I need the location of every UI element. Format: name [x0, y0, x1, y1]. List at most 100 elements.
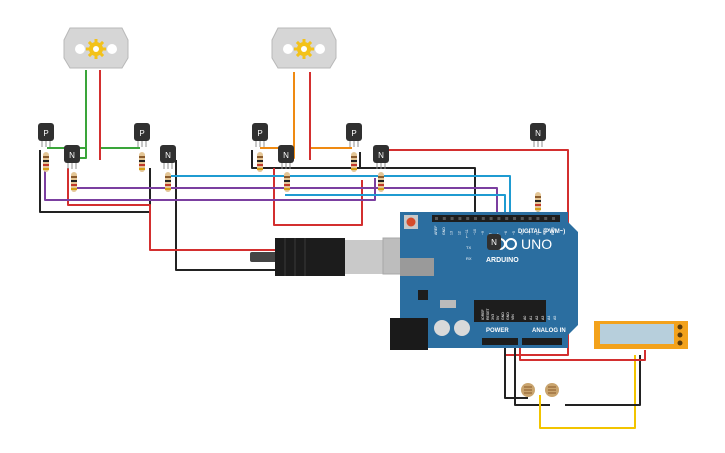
- header-pin: [536, 217, 540, 220]
- digital-pin-label: TX 1: [543, 228, 547, 235]
- resistor[interactable]: [43, 152, 49, 172]
- header-pin: [505, 217, 509, 220]
- power-pin-label: VIN: [511, 314, 515, 320]
- wire-black: [565, 355, 641, 406]
- resistor[interactable]: [257, 152, 263, 172]
- transistor-label: P: [351, 129, 356, 138]
- transistor[interactable]: N: [64, 145, 80, 169]
- transistor-label: P: [43, 129, 48, 138]
- transistor[interactable]: N: [160, 145, 176, 169]
- board-brand: ARDUINO: [486, 257, 519, 264]
- gear-icon: [86, 39, 106, 59]
- analog-pin-label: A2: [535, 316, 539, 320]
- wire-orange: [309, 72, 352, 149]
- analog-pin-label: A4: [547, 316, 551, 320]
- wire-yellow: [539, 355, 636, 429]
- header-pin: [489, 217, 493, 220]
- transistor[interactable]: N: [278, 145, 294, 169]
- resistor[interactable]: [378, 172, 384, 192]
- digital-pin-label: ~11: [465, 229, 469, 235]
- wire-red: [519, 348, 646, 361]
- transistor-label: N: [69, 151, 75, 160]
- transistor[interactable]: P: [134, 123, 150, 147]
- wire-purple: [44, 170, 145, 201]
- digital-pin-label: ~10: [473, 229, 477, 235]
- transistor[interactable]: P: [252, 123, 268, 147]
- dc-motor-2[interactable]: [271, 27, 337, 69]
- digital-pin-label: 2: [535, 233, 539, 235]
- analog-pin-label: A1: [529, 316, 533, 320]
- transistor[interactable]: N: [373, 145, 389, 169]
- digital-pin-label: RX 0: [551, 227, 555, 235]
- transistor-label: N: [378, 151, 384, 160]
- transistor-group: P N P N P N P N N: [38, 123, 546, 169]
- header-pin: [450, 217, 454, 220]
- power-pin-label: 3V3: [491, 314, 495, 320]
- analog-label: ANALOG IN: [532, 328, 566, 334]
- wire-black: [514, 348, 550, 406]
- board-model: UNO: [521, 236, 552, 252]
- header-pin: [552, 217, 555, 220]
- analog-pin-label: A5: [553, 316, 557, 320]
- transistor-label: N: [535, 129, 541, 138]
- power-pin-label: IOREF: [481, 309, 485, 320]
- dc-motor-1[interactable]: [63, 27, 129, 69]
- digital-pin-label: ~9: [481, 231, 485, 235]
- photoresistor[interactable]: [521, 383, 535, 397]
- transistor-label: N: [491, 238, 497, 247]
- transistor-label: N: [283, 151, 289, 160]
- resistor[interactable]: [139, 152, 145, 172]
- transistor-label: P: [139, 129, 144, 138]
- header-pin: [435, 217, 438, 220]
- wire-blue: [167, 175, 511, 218]
- header-pin: [513, 217, 516, 220]
- transistor[interactable]: P: [346, 123, 362, 147]
- header-pin: [544, 217, 548, 220]
- wire-black: [504, 348, 528, 399]
- resistor[interactable]: [71, 172, 77, 192]
- analog-pin-label: A0: [523, 316, 527, 320]
- analog-pin-label: A3: [541, 316, 545, 320]
- transistor-on-board[interactable]: N: [487, 234, 501, 250]
- transistor[interactable]: P: [38, 123, 54, 147]
- wire-blue: [285, 194, 506, 218]
- wire-red: [273, 168, 363, 226]
- power-pin-label: 5V: [496, 315, 500, 320]
- header-pin: [442, 217, 446, 220]
- gear-icon: [294, 39, 314, 59]
- header-pin: [497, 217, 501, 220]
- wire-purple: [145, 178, 376, 201]
- arduino-board[interactable]: UNO ARDUINO DIGITAL (PWM~) POWER ANALOG …: [390, 212, 578, 350]
- header-pin: [458, 217, 462, 220]
- header-pin: [481, 217, 485, 220]
- resistor[interactable]: [351, 152, 357, 172]
- digital-pin-label: AREF: [434, 226, 438, 235]
- transistor-label: P: [257, 129, 262, 138]
- digital-pin-label: ~5: [512, 231, 516, 235]
- wire-red: [67, 168, 470, 251]
- digital-label: DIGITAL (PWM~): [518, 229, 565, 235]
- resistor[interactable]: [535, 192, 541, 212]
- digital-pin-label: GND: [442, 227, 446, 235]
- resistor[interactable]: [284, 172, 290, 192]
- lcd-display[interactable]: [594, 321, 688, 349]
- header-pin: [528, 217, 532, 220]
- power-label: POWER: [486, 328, 509, 334]
- transistor[interactable]: N: [530, 123, 546, 147]
- header-pin: [466, 217, 470, 220]
- photoresistor[interactable]: [545, 383, 559, 397]
- wire-purple: [75, 187, 498, 218]
- digital-pin-label: 12: [457, 231, 461, 235]
- digital-pin-label: ~6: [504, 231, 508, 235]
- led-label: L: [466, 234, 469, 239]
- digital-pin-label: ~3: [528, 231, 532, 235]
- power-pin-label: GND: [506, 312, 510, 320]
- digital-pin-label: 13: [450, 231, 454, 235]
- resistor[interactable]: [165, 172, 171, 192]
- led-label: TX: [466, 245, 471, 250]
- usb-cable[interactable]: [250, 237, 426, 276]
- digital-pin-label: 4: [520, 233, 524, 235]
- led-label: RX: [466, 256, 472, 261]
- transistor-label: N: [165, 151, 171, 160]
